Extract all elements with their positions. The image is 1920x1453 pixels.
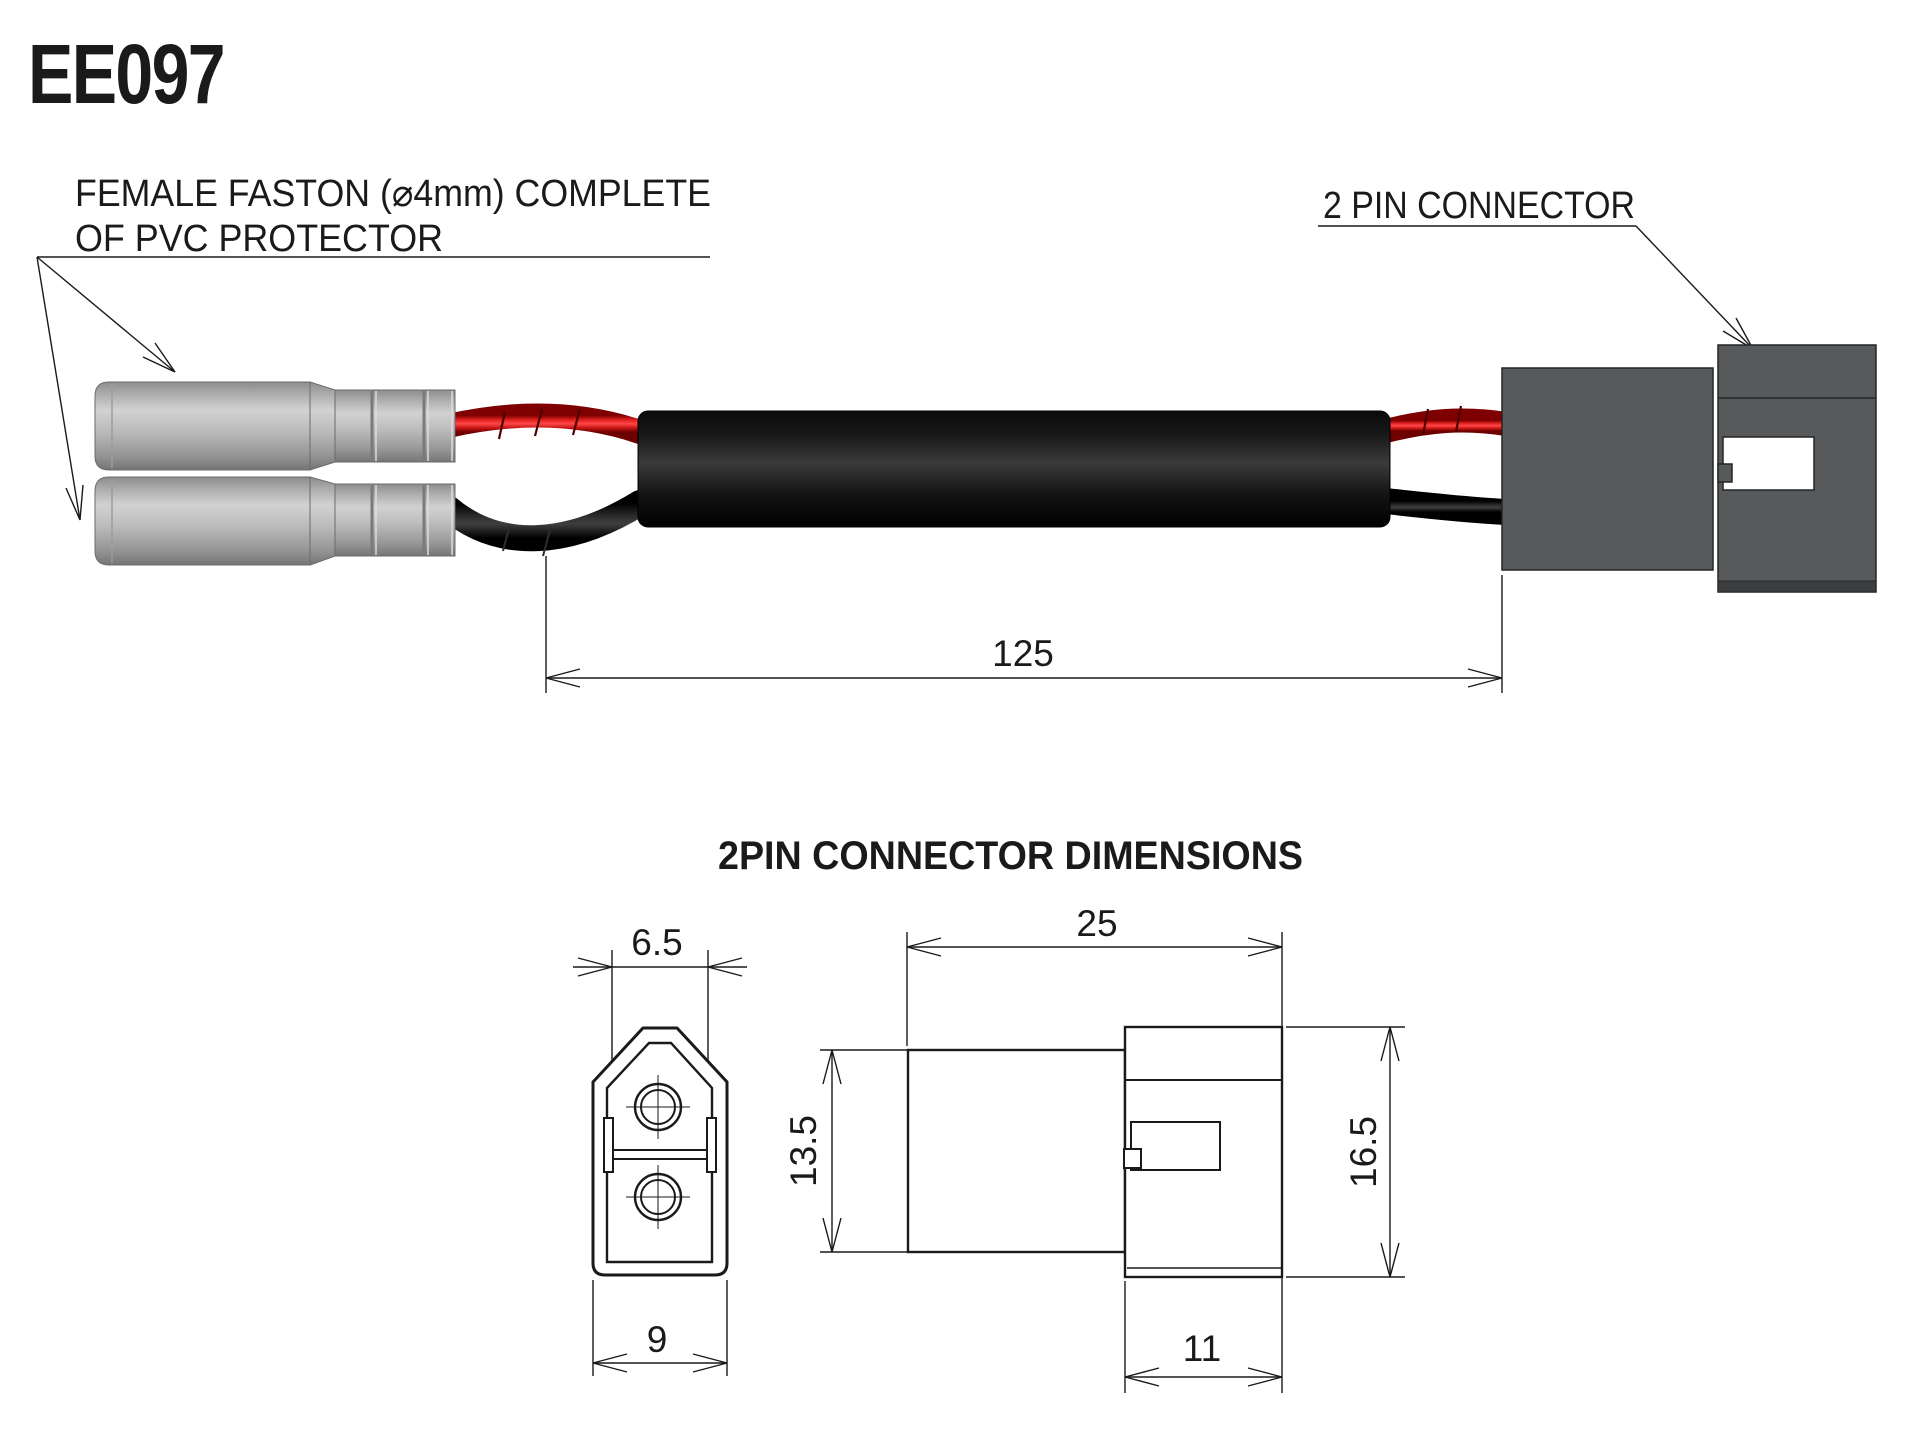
- resistor-body: [637, 410, 1391, 528]
- red-wire-right: [1374, 408, 1518, 443]
- red-wire-left-wrap-marks: [497, 408, 582, 440]
- dim-9-extension-lines: [592, 1280, 728, 1376]
- two-pin-connector-assembly: [1501, 344, 1877, 593]
- side-view-latch-tab: [1123, 1148, 1142, 1169]
- side-view-front-body: [906, 1048, 1127, 1254]
- connector-rear-bottom-strip: [1717, 580, 1877, 593]
- section-title: 2PIN CONNECTOR DIMENSIONS: [718, 834, 1303, 878]
- dimension-cable-length: 125: [545, 556, 1503, 693]
- connector-latch-tab: [1717, 463, 1733, 483]
- part-number-title: EE097: [28, 27, 224, 121]
- connector-callout: 2 PIN CONNECTOR: [1318, 185, 1754, 350]
- dim-13-5-value: 13.5: [783, 1115, 824, 1187]
- faston-lower-sleeve-highlights: [375, 485, 453, 555]
- dim-13-5-extension-lines: [820, 1049, 908, 1253]
- faston-lower-sleeve-grooves: [370, 485, 426, 555]
- dim-125-extension-lines: [545, 556, 1503, 693]
- dim-25-arrows-icon: [906, 937, 1283, 957]
- black-wire-left-wrap-marks: [502, 523, 551, 557]
- dim-25-extension-lines: [906, 932, 1283, 1393]
- front-view-right-slot: [706, 1117, 717, 1173]
- dim-16-5-value: 16.5: [1343, 1116, 1384, 1188]
- dim-9-arrows-icon: [592, 1353, 728, 1373]
- black-wire-right: [1373, 488, 1519, 525]
- dim-11-arrows-icon: [1124, 1367, 1283, 1387]
- dimension-side-total-height: 16.5: [1286, 1026, 1405, 1278]
- faston-lower-pvc-barrel: [94, 476, 311, 566]
- red-wire-left: [436, 403, 652, 444]
- faston-leader-upper-arrow-icon: [142, 342, 176, 373]
- faston-leader-upper: [36, 256, 176, 373]
- dim-6-5-value: 6.5: [631, 922, 682, 963]
- connector-leader: [1635, 225, 1754, 350]
- dim-25-value: 25: [1076, 903, 1117, 944]
- dim-6-5-extension-lines: [611, 950, 709, 1062]
- front-view-pin2-centerlines: [626, 1165, 690, 1229]
- faston-terminal-upper: [94, 381, 456, 471]
- black-wire-left: [435, 490, 653, 552]
- dimension-front-top-width: 6.5: [573, 922, 747, 1062]
- connector-latch-window: [1722, 436, 1815, 491]
- dim-6-5-arrows-icon: [577, 957, 743, 977]
- faston-upper-sleeve-highlights: [375, 391, 453, 461]
- dim-125-arrows-icon: [545, 668, 1503, 688]
- dimension-side-total-length: 25: [906, 903, 1283, 1393]
- faston-upper-sleeve-grooves: [370, 391, 426, 461]
- dim-125-value: 125: [992, 633, 1054, 674]
- faston-upper-sleeve: [334, 389, 456, 463]
- connector-front-view: 6.5 9: [573, 922, 747, 1376]
- faston-lower-taper: [309, 476, 336, 566]
- dimension-front-bottom-width: 9: [592, 1280, 728, 1376]
- dimension-side-body-height: 13.5: [783, 1049, 908, 1253]
- connector-front-housing: [1501, 367, 1714, 571]
- side-view-latch-window: [1130, 1121, 1221, 1171]
- dimension-side-rear-length: 11: [1124, 1281, 1283, 1393]
- faston-lower-sleeve: [334, 483, 456, 557]
- dim-9-value: 9: [647, 1319, 668, 1360]
- faston-upper-pvc-barrel: [94, 381, 311, 471]
- connector-label: 2 PIN CONNECTOR: [1323, 185, 1635, 227]
- red-wire-right-wrap-marks: [1421, 405, 1463, 436]
- dim-13-5-arrows-icon: [822, 1049, 842, 1253]
- front-view-left-slot: [603, 1117, 614, 1173]
- faston-label-line1: FEMALE FASTON (⌀4mm) COMPLETE: [75, 173, 711, 215]
- dim-16-5-arrows-icon: [1380, 1026, 1400, 1278]
- front-view-divider-bar: [612, 1149, 708, 1160]
- assembly-view: 125: [94, 344, 1877, 693]
- faston-leader-lower: [36, 256, 81, 521]
- faston-leader-lower-arrow-icon: [65, 484, 84, 521]
- connector-side-view: 25 13.5 16.5 11: [783, 903, 1405, 1393]
- faston-upper-taper: [309, 381, 336, 471]
- front-view-pin1-centerlines: [626, 1075, 690, 1139]
- dim-11-value: 11: [1183, 1328, 1221, 1369]
- faston-callout: FEMALE FASTON (⌀4mm) COMPLETE OF PVC PRO…: [36, 173, 711, 521]
- dim-16-5-extension-lines: [1286, 1026, 1405, 1278]
- faston-terminal-lower: [94, 476, 456, 566]
- faston-label-line2: OF PVC PROTECTOR: [75, 218, 443, 260]
